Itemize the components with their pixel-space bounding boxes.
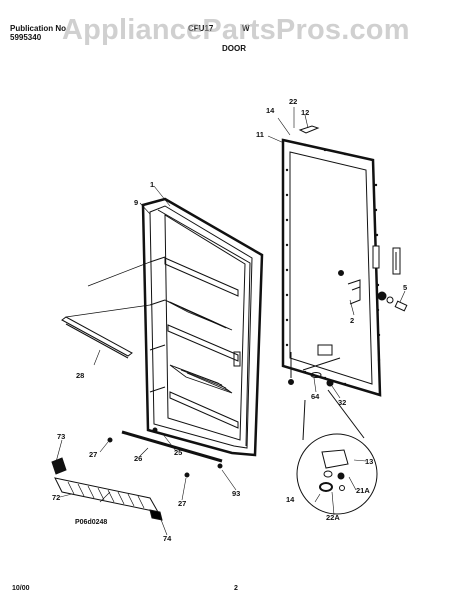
callout-64: 64 [311, 392, 320, 401]
callout-13: 13 [365, 457, 373, 466]
callout-labels: 1 2 5 9 11 12 13 14 14 21A 22 22A 25 26 … [52, 97, 407, 543]
model-number: CFU17 [188, 24, 214, 33]
callout-12: 12 [301, 108, 309, 117]
callout-32: 32 [338, 398, 346, 407]
grille-72 [51, 457, 163, 521]
shelf-rail-28 [61, 261, 151, 359]
hinge-assembly [338, 270, 408, 312]
hinge-detail-circle [296, 389, 378, 515]
callout-93: 93 [232, 489, 240, 498]
callout-9: 9 [134, 198, 138, 207]
callout-2: 2 [350, 316, 354, 325]
model-suffix: W [242, 24, 250, 33]
publication-number: 5995340 [10, 33, 42, 42]
callout-72: 72 [52, 493, 60, 502]
section-title: DOOR [222, 44, 246, 53]
page-number: 2 [234, 585, 238, 592]
leader-lines [55, 107, 406, 536]
footer-date: 10/00 [12, 585, 30, 592]
callout-5: 5 [403, 283, 407, 292]
watermark: AppliancePartsPros.com [62, 14, 410, 46]
callout-27-lower: 27 [178, 499, 186, 508]
outer-door-panel [281, 125, 401, 397]
door-bottom-hardware [288, 352, 341, 387]
callout-1: 1 [150, 180, 154, 189]
callout-22: 22 [289, 97, 297, 106]
door-liner [141, 197, 264, 457]
callout-21a: 21A [356, 486, 370, 495]
diagram-code: P06d0248 [75, 519, 107, 526]
rod-26 [107, 427, 223, 478]
callout-11: 11 [256, 130, 264, 139]
callout-14-top: 14 [266, 106, 275, 115]
callout-14-detail: 14 [286, 495, 295, 504]
callout-27-upper: 27 [89, 450, 97, 459]
callout-25: 25 [174, 448, 182, 457]
callout-73: 73 [57, 432, 65, 441]
publication-label: Publication No [10, 24, 66, 33]
callout-74: 74 [163, 534, 172, 543]
callout-22a: 22A [326, 513, 340, 522]
callout-26: 26 [134, 454, 142, 463]
callout-28: 28 [76, 371, 84, 380]
